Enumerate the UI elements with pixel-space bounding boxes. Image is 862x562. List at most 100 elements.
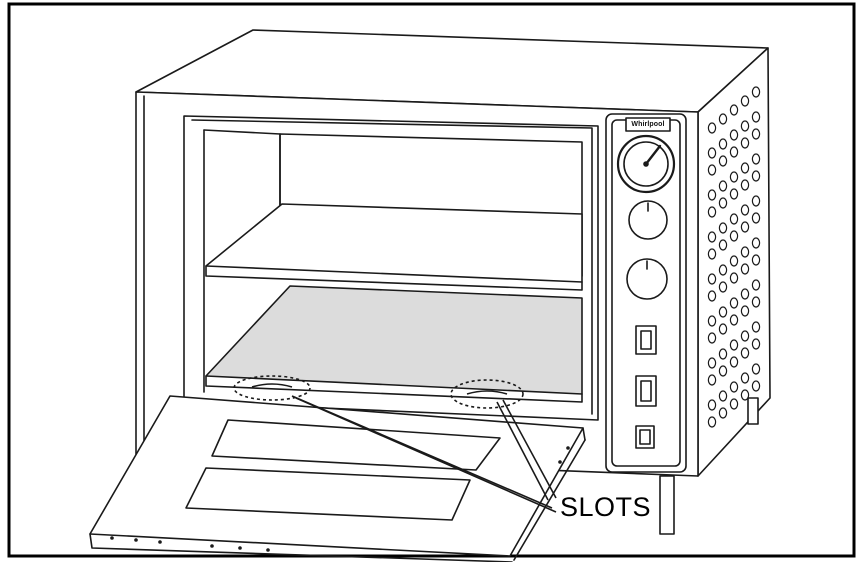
vent-hole xyxy=(729,381,739,393)
vent-hole xyxy=(707,357,717,369)
vent-hole xyxy=(729,146,739,158)
door-screw xyxy=(134,538,138,542)
door-screw xyxy=(566,446,570,450)
vent-hole xyxy=(707,273,717,285)
door-window-lower xyxy=(185,467,471,521)
slot-highlight-right xyxy=(450,379,524,409)
vent-hole xyxy=(729,339,739,351)
vent-hole xyxy=(718,390,728,402)
vent-hole xyxy=(718,113,728,125)
vent-hole xyxy=(729,297,739,309)
vent-hole xyxy=(751,195,761,207)
vent-hole xyxy=(740,221,750,233)
vent-hole xyxy=(729,104,739,116)
baking-tray xyxy=(205,285,583,395)
vent-hole xyxy=(718,323,728,335)
gauge-icon xyxy=(616,134,676,194)
vent-hole xyxy=(718,348,728,360)
vent-hole xyxy=(751,321,761,333)
vent-hole xyxy=(729,213,739,225)
oven-leg xyxy=(659,475,675,535)
vent-hole xyxy=(740,372,750,384)
vent-hole xyxy=(718,264,728,276)
vent-hole xyxy=(718,281,728,293)
vent-hole xyxy=(729,129,739,141)
door-screws xyxy=(110,446,570,552)
door-window-upper xyxy=(211,419,501,471)
vent-hole xyxy=(740,120,750,132)
vent-hole xyxy=(751,153,761,165)
vent-hole xyxy=(707,248,717,260)
vent-hole xyxy=(718,407,728,419)
vent-hole xyxy=(740,179,750,191)
vent-hole xyxy=(707,189,717,201)
door-screw xyxy=(210,544,214,548)
vent-hole xyxy=(751,86,761,98)
vent-hole xyxy=(707,122,717,134)
vent-hole xyxy=(740,389,750,401)
vent-hole xyxy=(751,296,761,308)
knob-icon[interactable] xyxy=(626,258,668,300)
knob-icon[interactable] xyxy=(628,200,668,240)
vent-hole xyxy=(729,398,739,410)
vent-hole xyxy=(729,314,739,326)
vent-hole xyxy=(718,138,728,150)
vent-hole xyxy=(707,231,717,243)
door-screw xyxy=(158,540,162,544)
door-screw xyxy=(238,546,242,550)
rocker-switch-icon[interactable] xyxy=(635,375,657,407)
callout-leaders xyxy=(291,395,557,513)
vent-hole xyxy=(718,197,728,209)
slot-left xyxy=(251,383,293,388)
vent-hole xyxy=(707,290,717,302)
vent-hole xyxy=(707,206,717,218)
vent-hole xyxy=(740,330,750,342)
door-screw xyxy=(266,548,270,552)
vent-hole xyxy=(751,363,761,375)
vent-hole xyxy=(740,246,750,258)
vent-hole xyxy=(729,255,739,267)
vent-hole xyxy=(751,338,761,350)
vent-hole xyxy=(729,188,739,200)
vent-hole xyxy=(751,380,761,392)
vent-hole xyxy=(751,111,761,123)
vent-hole xyxy=(740,288,750,300)
vent-hole xyxy=(740,305,750,317)
brand-badge xyxy=(625,117,671,132)
vent-hole xyxy=(751,170,761,182)
vent-hole xyxy=(740,204,750,216)
vent-hole xyxy=(729,230,739,242)
vent-hole xyxy=(718,180,728,192)
door-screw xyxy=(558,460,562,464)
brand-logo: Whirlpool xyxy=(631,121,665,128)
vent-hole xyxy=(729,272,739,284)
rocker-switch-icon[interactable] xyxy=(635,325,657,355)
vent-hole xyxy=(707,147,717,159)
vent-hole xyxy=(729,171,739,183)
vent-hole xyxy=(740,95,750,107)
vent-hole xyxy=(707,399,717,411)
vent-hole xyxy=(718,155,728,167)
oven-leg xyxy=(747,397,759,425)
upper-rack xyxy=(205,203,583,283)
rocker-switch-icon[interactable] xyxy=(635,425,655,449)
vent-hole xyxy=(707,416,717,428)
vent-hole xyxy=(718,306,728,318)
vent-hole xyxy=(707,374,717,386)
vent-hole xyxy=(740,162,750,174)
vent-hole xyxy=(751,128,761,140)
vent-hole xyxy=(740,263,750,275)
vent-hole xyxy=(751,237,761,249)
vent-hole xyxy=(707,164,717,176)
vent-hole xyxy=(718,239,728,251)
vent-hole xyxy=(740,137,750,149)
vent-hole xyxy=(707,332,717,344)
side-vents xyxy=(707,86,761,428)
vent-hole xyxy=(751,254,761,266)
vent-hole xyxy=(751,279,761,291)
vent-hole xyxy=(740,347,750,359)
slot-right xyxy=(466,390,508,395)
vent-hole xyxy=(707,315,717,327)
